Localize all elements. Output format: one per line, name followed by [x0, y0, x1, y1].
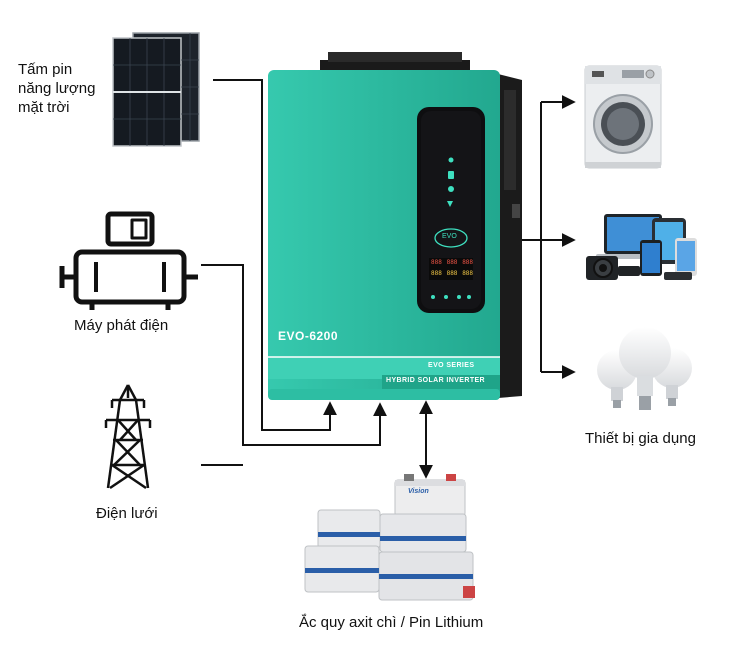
lcd-digit: 888	[446, 259, 458, 266]
lcd-digit: 888	[431, 270, 442, 277]
generator-label: Máy phát điện	[74, 317, 169, 334]
status-icons	[447, 157, 454, 207]
inverter-series: EVO SERIES	[428, 362, 475, 369]
lcd-row-1: 888 888 888	[431, 259, 473, 266]
battery-bank-icon	[304, 474, 475, 601]
washing-machine-icon	[584, 65, 662, 169]
grid-label: Điện lưới	[96, 505, 158, 522]
inverter-unit	[268, 52, 522, 400]
lcd-row-2: 888 888 888	[431, 270, 473, 277]
lcd-digit: 888	[462, 270, 473, 277]
battery-brand: Vision	[408, 488, 429, 495]
inverter-type: HYBRID SOLAR INVERTER	[386, 377, 486, 384]
inverter-model: EVO-6200	[278, 329, 339, 343]
light-bulbs-icon	[597, 327, 692, 410]
appliances-label: Thiết bị gia dụng	[585, 430, 696, 447]
lcd-digit: 888	[462, 259, 473, 266]
electronics-icon	[586, 214, 697, 280]
power-tower-icon	[104, 384, 152, 490]
lcd-digit: 888	[446, 270, 458, 277]
solar-label: Tấm pin năng lượng mặt trời	[18, 61, 96, 116]
battery-label: Ắc quy axit chì / Pin Lithium	[299, 614, 484, 631]
generator-icon	[59, 211, 198, 310]
control-buttons	[431, 295, 471, 299]
connection-lines	[201, 79, 576, 479]
solar-panel-icon	[112, 32, 200, 147]
lcd-digit: 888	[431, 259, 442, 266]
inverter-logo: EVO	[442, 233, 457, 240]
